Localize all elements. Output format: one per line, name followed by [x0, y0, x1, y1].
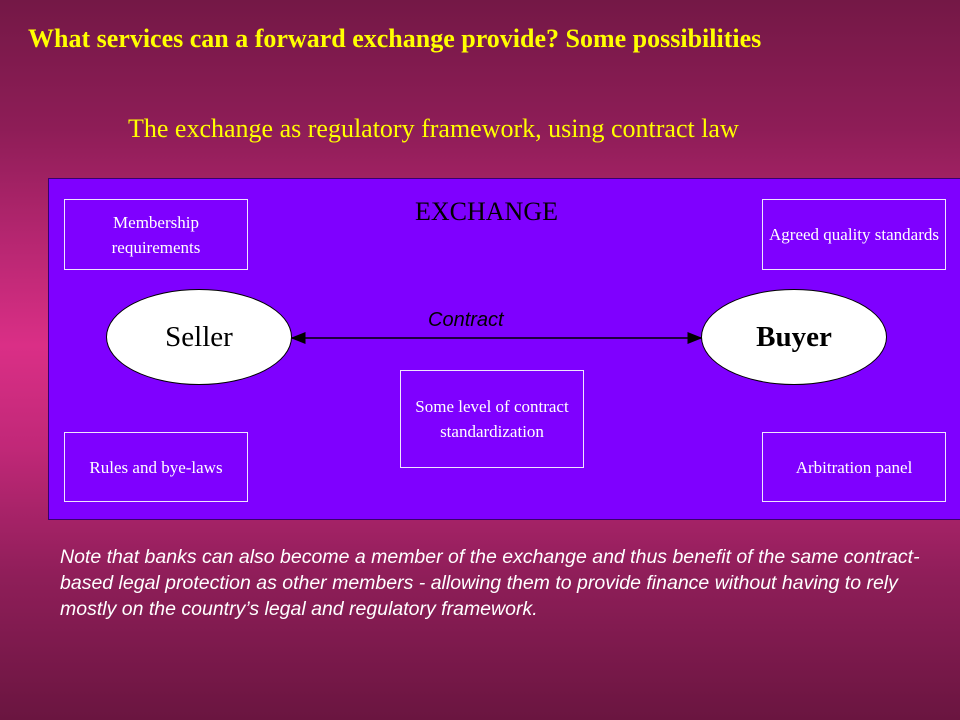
- contract-label: Contract: [428, 309, 504, 331]
- contract-standardization-box: Some level of contract standardization: [400, 370, 584, 468]
- quality-standards-box: Agreed quality standards: [762, 199, 946, 270]
- exchange-label: EXCHANGE: [415, 197, 558, 226]
- seller-label: Seller: [165, 320, 233, 353]
- slide-title: What services can a forward exchange pro…: [28, 24, 762, 53]
- slide-subtitle: The exchange as regulatory framework, us…: [128, 114, 739, 143]
- buyer-label: Buyer: [756, 320, 832, 353]
- rules-bye-laws-box: Rules and bye-laws: [64, 432, 248, 502]
- buyer-ellipse: Buyer: [701, 289, 887, 385]
- footnote-text: Note that banks can also become a member…: [60, 546, 920, 620]
- arbitration-panel-box: Arbitration panel: [762, 432, 946, 502]
- membership-requirements-box: Membership requirements: [64, 199, 248, 270]
- seller-ellipse: Seller: [106, 289, 292, 385]
